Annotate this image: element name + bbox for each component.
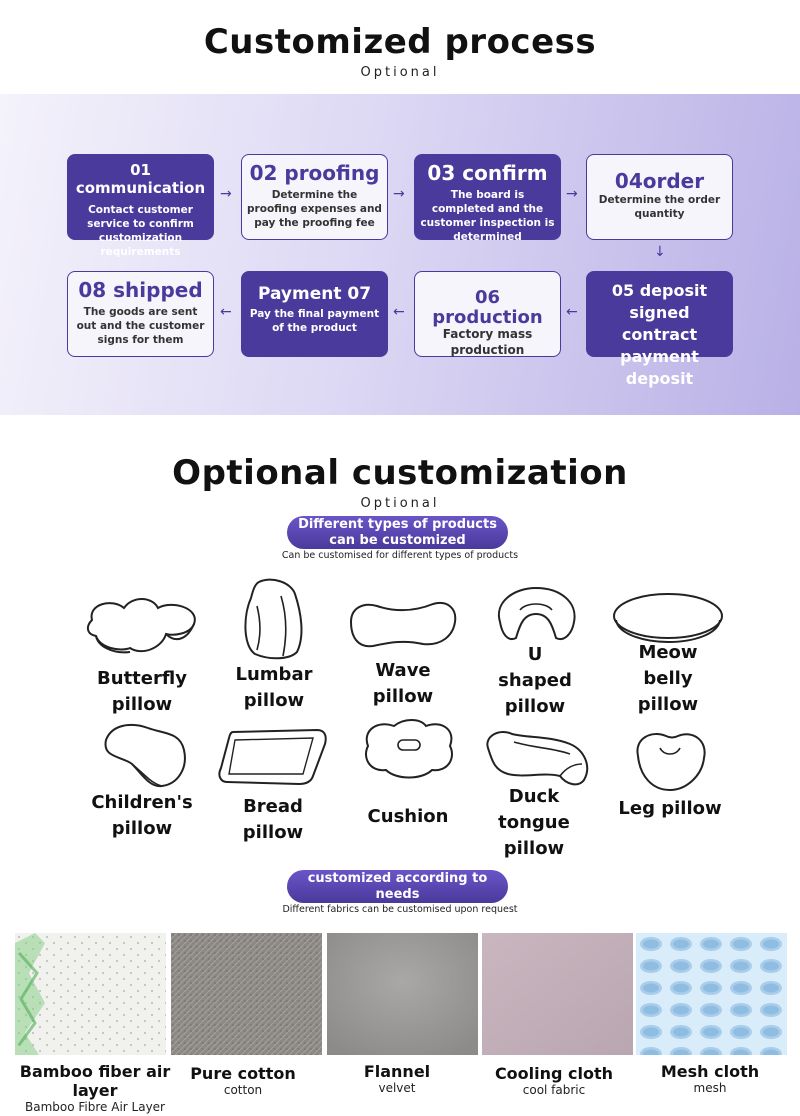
step-title: 01 communication	[75, 161, 206, 197]
fabric-name: Cooling cloth	[494, 1064, 614, 1083]
fabric-swatch-bamboo	[15, 933, 166, 1055]
product-label: Duck tongue pillow	[498, 786, 570, 859]
fabric-sub: velvet	[378, 1081, 416, 1095]
flannel-fabric-swatch	[327, 933, 478, 1055]
product-butterfly: Butterfly pillow	[67, 590, 217, 718]
step-desc: The goods are sent out and the customer …	[76, 306, 205, 346]
step-desc: The board is completed and the customer …	[420, 189, 555, 243]
step-05-deposit: 05 deposit signed contract payment depos…	[586, 271, 733, 388]
fabric-name: Mesh cloth	[660, 1062, 760, 1081]
fabric-label-flannel: Flannel velvet	[322, 1062, 472, 1096]
fabric-sub: cotton	[223, 1083, 263, 1097]
step-title: 03 confirm	[427, 161, 548, 185]
product-bread: Bread pillow	[198, 720, 348, 846]
product-label: Meow belly pillow	[637, 642, 699, 715]
fabric-label-cooling: Cooling cloth cool fabric	[479, 1064, 629, 1098]
leg-pillow-icon	[636, 733, 706, 792]
lumbar-pillow-icon	[244, 578, 303, 660]
step-title: 06 production	[432, 287, 543, 328]
step-01-communication: 01 communication Contact customer servic…	[67, 154, 214, 258]
process-title: Customized process	[203, 22, 597, 62]
step-title: Payment 07	[257, 284, 372, 304]
fabric-sub: mesh	[693, 1081, 727, 1095]
product-label: Leg pillow	[618, 798, 722, 819]
fabric-label-cotton: Pure cotton cotton	[168, 1064, 318, 1098]
step-06-production: 06 production Factory mass production	[414, 271, 561, 357]
step-title: 04order	[614, 169, 705, 193]
step-title: 08 shipped	[78, 278, 203, 302]
step-desc: Factory mass production	[442, 327, 533, 357]
childrens-pillow-icon	[104, 723, 186, 788]
product-label: U shaped pillow	[498, 644, 572, 717]
fabric-name: Flannel	[363, 1062, 431, 1081]
fabric-name: Bamboo fiber air layer	[19, 1062, 171, 1100]
fabric-swatch-cotton	[171, 933, 322, 1055]
customization-title: Optional customization	[172, 453, 628, 493]
product-meow-belly: Meow belly pillow	[593, 590, 743, 718]
butterfly-pillow-icon	[86, 598, 196, 654]
fabric-sub: cool fabric	[522, 1083, 586, 1097]
product-cushion: Cushion	[333, 716, 483, 830]
arrow-right-icon: →	[393, 186, 405, 202]
fabric-label-mesh: Mesh cloth mesh	[635, 1062, 785, 1096]
arrow-left-icon: ←	[220, 304, 232, 320]
arrow-right-icon: →	[220, 186, 232, 202]
mesh-fabric-swatch	[636, 933, 787, 1055]
step-title: 05 deposit signed contract payment depos…	[611, 281, 708, 388]
product-label: Children's pillow	[91, 792, 193, 839]
bread-pillow-icon	[218, 728, 327, 786]
step-desc: Determine the proofing expenses and pay …	[247, 189, 382, 229]
process-subtitle: Optional	[360, 65, 440, 80]
products-note: Can be customised for different types of…	[281, 550, 519, 561]
arrow-down-icon: ↓	[654, 244, 666, 260]
fabric-swatch-mesh	[636, 933, 787, 1055]
step-08-shipped: 08 shipped The goods are sent out and th…	[67, 271, 214, 357]
product-label: Wave pillow	[372, 660, 434, 707]
cooling-fabric-swatch	[482, 933, 633, 1055]
step-07-payment: Payment 07 Pay the final payment of the …	[241, 271, 388, 357]
product-u-shaped: U shaped pillow	[460, 584, 610, 720]
product-childrens: Children's pillow	[67, 718, 217, 842]
arrow-left-icon: ←	[393, 304, 405, 320]
cushion-icon	[365, 719, 453, 779]
fabrics-pill: customized according to needs	[287, 870, 508, 903]
step-desc: Determine the order quantity	[598, 194, 721, 220]
fabric-swatch-cooling	[482, 933, 633, 1055]
arrow-right-icon: →	[566, 186, 578, 202]
u-shaped-pillow-icon	[497, 586, 576, 640]
fabric-swatch-flannel	[327, 933, 478, 1055]
product-label: Lumbar pillow	[235, 664, 313, 711]
wave-pillow-icon	[349, 602, 457, 648]
fabric-label-bamboo: Bamboo fiber air layer Bamboo Fibre Air …	[0, 1062, 190, 1115]
cotton-fabric-swatch	[171, 933, 322, 1055]
fabric-sub: Bamboo Fibre Air Layer	[25, 1100, 165, 1114]
product-label: Cushion	[367, 806, 449, 827]
product-duck-tongue: Duck tongue pillow	[459, 724, 609, 862]
step-desc: Contact customer service to confirm cust…	[87, 204, 194, 258]
fabric-name: Pure cotton	[190, 1064, 296, 1083]
process-band: 01 communication Contact customer servic…	[0, 94, 800, 415]
customization-subtitle: Optional	[360, 496, 440, 511]
product-label: Butterfly pillow	[97, 668, 187, 715]
product-wave: Wave pillow	[328, 594, 478, 710]
step-title: 02 proofing	[249, 161, 380, 185]
product-label: Bread pillow	[242, 796, 304, 843]
step-desc: Pay the final payment of the product	[249, 308, 380, 334]
meow-belly-pillow-icon	[613, 593, 723, 644]
products-pill: Different types of products can be custo…	[287, 516, 508, 549]
duck-tongue-pillow-icon	[486, 730, 589, 786]
step-03-confirm: 03 confirm The board is completed and th…	[414, 154, 561, 243]
product-lumbar: Lumbar pillow	[199, 576, 349, 714]
step-04-order: 04order Determine the order quantity	[586, 154, 733, 240]
product-leg: Leg pillow	[595, 726, 745, 822]
step-02-proofing: 02 proofing Determine the proofing expen…	[241, 154, 388, 240]
arrow-left-icon: ←	[566, 304, 578, 320]
fabrics-note: Different fabrics can be customised upon…	[282, 904, 518, 915]
bamboo-fabric-swatch	[15, 933, 166, 1055]
